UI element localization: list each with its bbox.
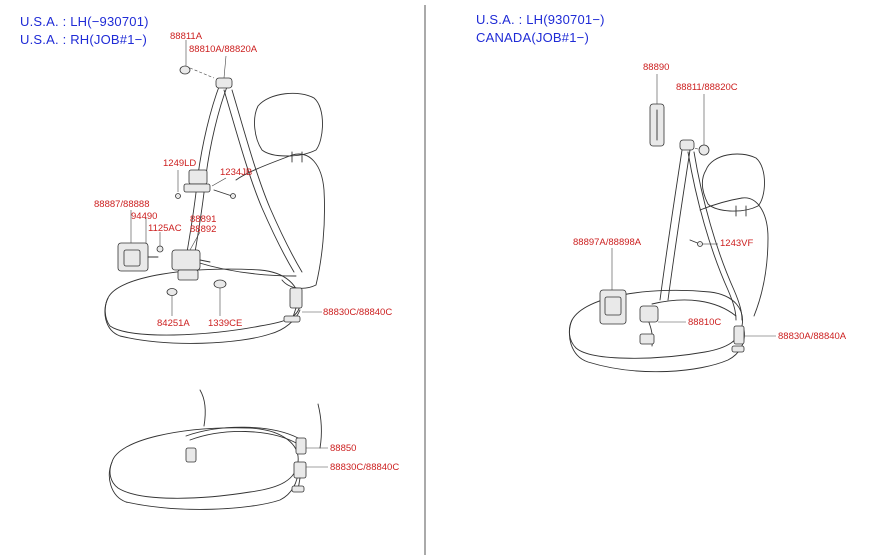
part-label-88830c-88840c-rear[interactable]: 88830C/88840C (330, 462, 400, 473)
header-right-line2: CANADA(JOB#1−) (476, 30, 589, 45)
part-label-88830c-88840c[interactable]: 88830C/88840C (323, 307, 393, 318)
part-label-1125ac[interactable]: 1125AC (148, 223, 182, 234)
part-label-1234jb[interactable]: 1234JB (220, 167, 253, 178)
part-label-1249ld[interactable]: 1249LD (163, 158, 197, 169)
part-label-88830a-88840a[interactable]: 88830A/88840A (778, 331, 847, 342)
left-front-seat-drawing (104, 65, 325, 344)
header-right-line1: U.S.A. : LH(930701−) (476, 12, 605, 27)
part-label-88887-88888[interactable]: 88887/88888 (94, 199, 150, 210)
part-label-88892[interactable]: 88892 (190, 224, 217, 235)
part-label-88810c[interactable]: 88810C (688, 317, 722, 328)
part-label-88810a-88820a[interactable]: 88810A/88820A (189, 44, 258, 55)
part-label-88890[interactable]: 88890 (643, 62, 670, 73)
part-label-88811-88820c[interactable]: 88811/88820C (676, 82, 738, 93)
part-label-1339ce[interactable]: 1339CE (208, 318, 243, 329)
leader-lines (130, 40, 776, 468)
part-label-88850[interactable]: 88850 (330, 443, 357, 454)
part-label-88897a-88898a[interactable]: 88897A/88898A (573, 237, 642, 248)
part-label-1243vf[interactable]: 1243VF (720, 238, 754, 249)
left-rear-seat-drawing (108, 389, 322, 510)
part-label-88811a[interactable]: 88811A (170, 31, 203, 42)
part-label-84251a[interactable]: 84251A (157, 318, 190, 329)
header-left-line1: U.S.A. : LH(−930701) (20, 14, 149, 29)
right-front-seat-drawing (568, 103, 769, 373)
part-label-88891[interactable]: 88891 (190, 214, 217, 225)
part-label-94490[interactable]: 94490 (131, 211, 158, 222)
header-left-line2: U.S.A. : RH(JOB#1−) (20, 32, 147, 47)
